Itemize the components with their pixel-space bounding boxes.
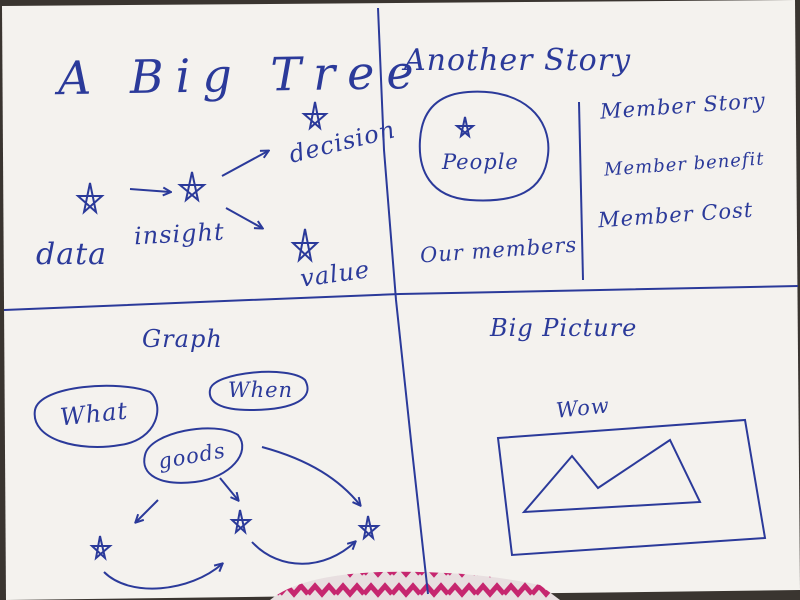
arrow-icon bbox=[225, 207, 262, 228]
arrow-icon bbox=[136, 499, 159, 522]
title-big-tree: A Big Tree bbox=[57, 44, 426, 106]
what-bubble bbox=[33, 384, 159, 448]
caption-wow: Wow bbox=[554, 393, 611, 423]
bubble-what-label: What bbox=[58, 396, 130, 432]
people-circle bbox=[418, 90, 550, 202]
star-icon bbox=[89, 535, 113, 561]
star-icon bbox=[75, 182, 105, 215]
when-bubble bbox=[208, 370, 309, 412]
label-people: People bbox=[442, 150, 519, 174]
arrow-icon bbox=[221, 151, 268, 177]
bubble-when-label: When bbox=[228, 378, 294, 402]
goods-bubble bbox=[143, 427, 244, 484]
star-icon bbox=[229, 509, 253, 535]
title-graph: Graph bbox=[142, 325, 223, 353]
divider-vertical bbox=[377, 7, 429, 595]
title-big-picture: Big Picture bbox=[490, 314, 638, 342]
title-another-story: Another Story bbox=[404, 43, 632, 78]
divider-horizontal bbox=[3, 285, 799, 311]
list-separator bbox=[578, 101, 584, 281]
star-icon bbox=[177, 171, 207, 203]
star-icon bbox=[357, 515, 381, 541]
arrow-icon bbox=[103, 564, 222, 590]
arrow-icon bbox=[261, 446, 360, 505]
fabric-patch bbox=[270, 571, 560, 600]
mountain-sketch bbox=[521, 438, 702, 514]
picture-frame bbox=[496, 418, 767, 557]
arrow-icon bbox=[251, 542, 355, 565]
label-data: data bbox=[36, 237, 108, 272]
star-icon bbox=[454, 116, 476, 139]
arrow-icon bbox=[219, 477, 238, 500]
arrow-icon bbox=[129, 189, 170, 192]
star-icon bbox=[290, 228, 320, 263]
star-icon bbox=[301, 101, 329, 131]
label-insight: insight bbox=[133, 217, 226, 251]
